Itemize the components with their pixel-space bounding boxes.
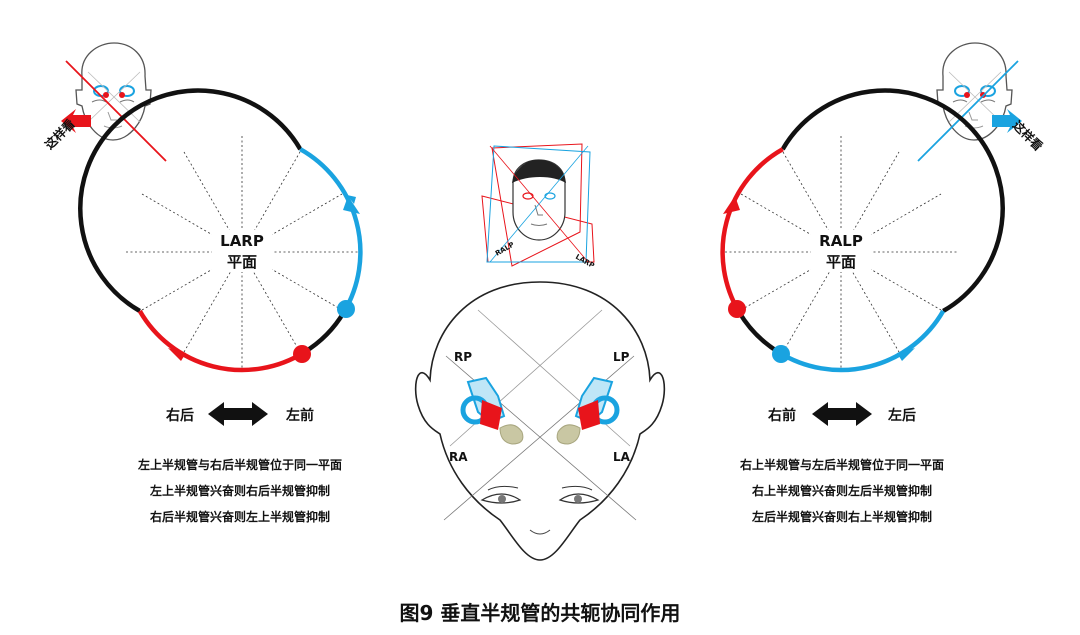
big-head-center: RP LP RA LA [414, 281, 666, 561]
larp-plane-name: LARP [220, 232, 264, 250]
view-line-blue [917, 60, 1019, 162]
label-la: LA [613, 450, 631, 464]
view-line-red [65, 60, 167, 162]
larp-note-2: 左上半规管兴奋则右后半规管抑制 [149, 483, 330, 498]
ralp-note-2: 右上半规管兴奋则左后半规管抑制 [751, 483, 932, 498]
larp-circle: LARP 平面 [78, 88, 363, 373]
right-inner-ear-icon [460, 376, 524, 445]
larp-plane-word: 平面 [227, 253, 257, 271]
double-arrow-right-icon [812, 402, 872, 426]
ralp-label-right-anterior: 右前 [767, 407, 796, 424]
ralp-note-1: 右上半规管与左后半规管位于同一平面 [739, 457, 944, 472]
larp-note-1: 左上半规管与右后半规管位于同一平面 [137, 457, 342, 472]
view-arrow-red-icon [61, 109, 91, 133]
ralp-label-left-posterior: 左后 [887, 407, 916, 424]
larp-label-left-anterior: 左前 [285, 407, 314, 424]
larp-note-3: 右后半规管兴奋则左上半规管抑制 [149, 509, 330, 524]
ralp-note-3: 左后半规管兴奋则右上半规管抑制 [751, 509, 932, 524]
ralp-plane-tag: RALP [494, 241, 516, 258]
ralp-circle: RALP 平面 [720, 88, 1005, 373]
larp-panel: 这样看 LARP [42, 42, 363, 524]
label-ra: RA [449, 450, 468, 464]
view-label-left: 这样看 [42, 116, 78, 152]
view-label-right: 这样看 [1010, 118, 1046, 154]
figure-caption: 图9 垂直半规管的共轭协同作用 [400, 601, 681, 625]
double-arrow-left-icon [208, 402, 268, 426]
larp-label-right-posterior: 右后 [165, 407, 194, 424]
label-rp: RP [454, 350, 472, 364]
ralp-plane-word: 平面 [826, 253, 856, 271]
ralp-plane-name: RALP [819, 232, 863, 250]
plane-head-center: RALP LARP [481, 143, 596, 270]
label-lp: LP [613, 350, 630, 364]
larp-plane-tag: LARP [574, 253, 596, 270]
view-arrow-blue-icon [992, 109, 1022, 133]
left-inner-ear-icon [556, 376, 620, 445]
ralp-panel: 这样看 RALP 平面 右 [720, 42, 1046, 524]
